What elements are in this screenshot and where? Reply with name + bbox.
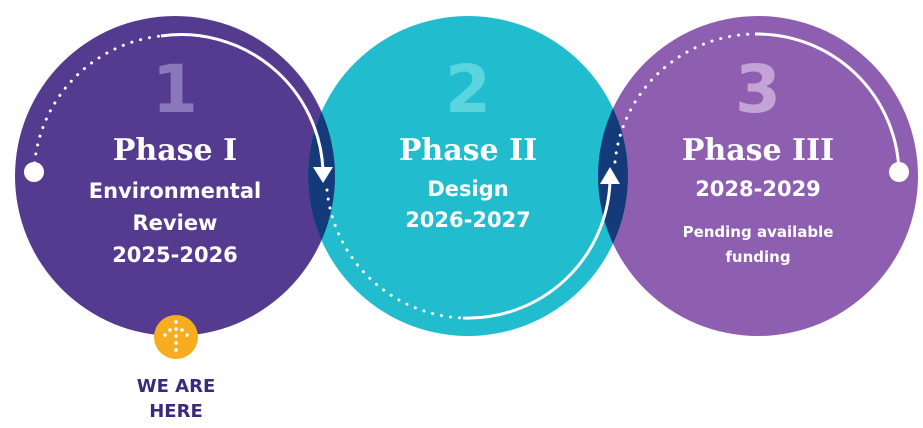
phase-2-number: 2 [445, 51, 491, 128]
phase-2-dotted-arc [325, 188, 465, 320]
phase-3-title: Phase III [682, 133, 834, 168]
phase-3-solid-arc [754, 32, 901, 173]
phase-3-note-1: Pending available [683, 223, 834, 241]
you-are-here-line-2: HERE [149, 401, 203, 422]
phase-1-solid-arc [160, 33, 325, 171]
phase-2-arrowhead [600, 167, 620, 184]
you-are-here-label: WE ARE HERE [118, 374, 234, 424]
phase-2-detail-2: 2026-2027 [405, 208, 531, 232]
phase-2-circle [308, 16, 628, 336]
phase-2-solid-arc [462, 181, 612, 320]
phase-3-end-dot [889, 162, 909, 182]
phase-1-circle [15, 16, 335, 336]
phase-1-number: 1 [152, 51, 198, 128]
dotted-up-arrow-icon [163, 320, 189, 352]
phase-1-title: Phase I [113, 133, 237, 168]
phase-1-start-dot [24, 162, 44, 182]
phase-2-detail-1: Design [427, 177, 508, 201]
phase-1-detail-1: Environmental [89, 179, 261, 203]
phase-1-detail-2: Review [133, 211, 218, 235]
phase-1-arrowhead [313, 167, 333, 183]
phase-3-dotted-arc [613, 32, 757, 164]
phase-1-detail-3: 2025-2026 [112, 243, 238, 267]
phase-3-note-2: funding [725, 248, 790, 266]
phase-3-circle [598, 16, 918, 336]
phase-3-detail-1: 2028-2029 [695, 177, 821, 201]
you-are-here-line-1: WE ARE [136, 376, 216, 397]
phase-1-dotted-arc [32, 34, 163, 174]
phase-3-number: 3 [735, 51, 781, 128]
you-are-here-marker [154, 315, 198, 359]
phase-2-title: Phase II [399, 133, 537, 168]
